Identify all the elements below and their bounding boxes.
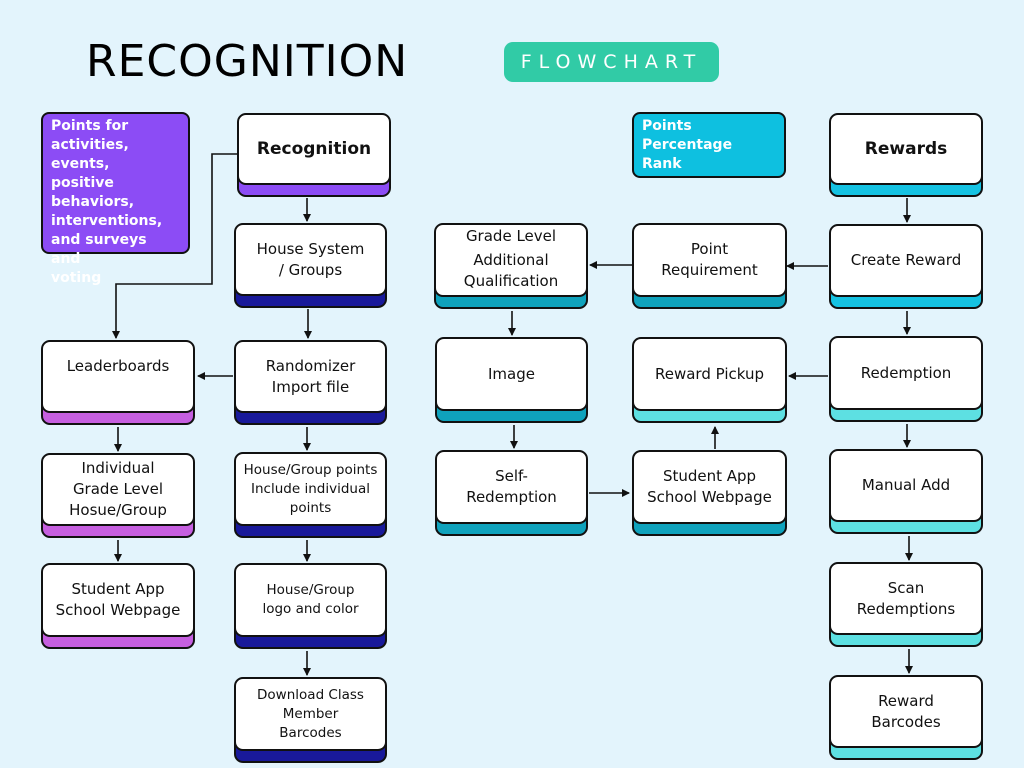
grade-level-node: Grade Level Additional Qualification: [434, 223, 588, 309]
node-label: Grade Level: [72, 480, 164, 498]
note-line: voting: [51, 270, 102, 286]
node-label: Individual: [81, 459, 155, 477]
flowchart-badge: FLOWCHART: [504, 42, 719, 82]
node-label: Member: [282, 705, 339, 722]
node-label: Reward Pickup: [654, 364, 764, 383]
image-node: Image: [435, 337, 588, 423]
randomizer-node: Randomizer Import file: [234, 340, 387, 425]
node-label: School Webpage: [55, 601, 181, 619]
house-points-node: House/Group points Include individual po…: [234, 452, 387, 538]
node-label: Leaderboards: [66, 357, 170, 375]
node-label: Barcodes: [871, 712, 941, 731]
node-label: Redemption: [466, 488, 557, 506]
note-line: behaviors,: [51, 194, 135, 210]
download-barcodes-node: Download Class Member Barcodes: [234, 677, 387, 763]
points-for-note: Points for activities, events, positive …: [41, 112, 190, 286]
node-label: School Webpage: [647, 488, 772, 506]
note-line: positive: [51, 175, 114, 191]
reward-pickup-node: Reward Pickup: [632, 337, 787, 423]
node-label: Create Reward: [850, 251, 962, 269]
node-label: Grade Level: [465, 227, 557, 245]
note-line: Points: [642, 118, 692, 134]
note-line: and surveys and: [51, 232, 147, 267]
point-requirement-node: Point Requirement: [632, 223, 787, 309]
scan-redemptions-node: Scan Redemptions: [829, 562, 983, 647]
node-label: Manual Add: [861, 476, 951, 494]
node-label: Barcodes: [279, 724, 342, 741]
note-line: Rank: [642, 156, 682, 172]
node-label: / Groups: [278, 260, 343, 279]
rewards-node: Rewards: [829, 113, 983, 197]
house-system-node: House System / Groups: [234, 223, 387, 308]
redemption-node: Redemption: [829, 336, 983, 422]
house-logo-node: House/Group logo and color: [234, 563, 387, 649]
node-label: Reward: [878, 691, 934, 710]
node-label: Additional: [473, 251, 549, 269]
node-label: Student App: [71, 580, 165, 598]
node-label: Rewards: [864, 138, 948, 159]
node-label: House/Group points: [243, 461, 378, 478]
node-label: Redemptions: [856, 599, 956, 618]
node-label: Scan: [887, 578, 925, 597]
create-reward-node: Create Reward: [829, 224, 983, 309]
student-app-left-node: Student App School Webpage: [41, 563, 195, 649]
note-line: activities, events,: [51, 137, 129, 172]
node-label: Requirement: [661, 261, 758, 279]
node-label: Point: [690, 240, 729, 258]
node-label: Qualification: [463, 272, 559, 290]
node-label: Randomizer: [265, 356, 356, 375]
recognition-node: Recognition: [237, 113, 391, 197]
individual-node: Individual Grade Level Hosue/Group: [41, 453, 195, 538]
node-label: points: [289, 499, 332, 516]
note-line: Percentage: [642, 137, 733, 153]
node-label: Redemption: [860, 363, 952, 382]
self-redemption-node: Self- Redemption: [435, 450, 588, 536]
note-line: interventions,: [51, 213, 163, 229]
node-label: Include individual: [251, 480, 370, 497]
page-title: RECOGNITION: [86, 36, 409, 87]
leaderboards-node: Leaderboards: [41, 340, 195, 425]
note-line: Points for: [51, 118, 129, 134]
node-label: logo and color: [262, 601, 359, 617]
points-types-note: Points Percentage Rank: [632, 112, 786, 178]
node-label: Recognition: [256, 138, 372, 159]
node-label: Hosue/Group: [69, 501, 167, 519]
node-label: Self-: [495, 467, 528, 485]
node-label: Download Class: [257, 686, 364, 703]
student-app-mid-node: Student App School Webpage: [632, 450, 787, 536]
connector-arrow: [112, 153, 238, 339]
node-label: Student App: [662, 467, 757, 485]
node-label: House System: [256, 239, 365, 258]
reward-barcodes-node: Reward Barcodes: [829, 675, 983, 760]
node-label: Import file: [271, 377, 350, 396]
node-label: Image: [488, 364, 535, 383]
node-label: House/Group: [266, 582, 355, 598]
manual-add-node: Manual Add: [829, 449, 983, 534]
